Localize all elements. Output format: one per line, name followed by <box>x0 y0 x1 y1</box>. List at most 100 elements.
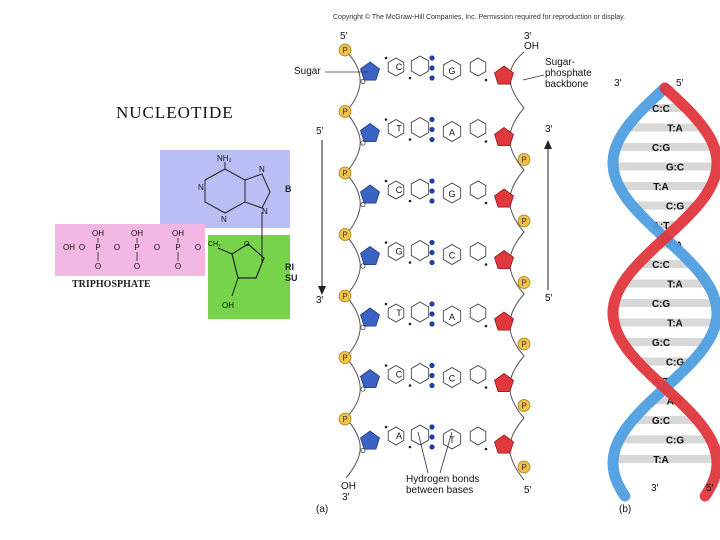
right-base-ring-2 <box>469 303 487 323</box>
left-base-letter: T <box>396 124 402 134</box>
sugar-oxygen-label: O <box>244 241 250 248</box>
right-phosphate <box>517 337 531 351</box>
nucleotide-structure: NH₂ N N N N O OH CH₂ <box>55 150 290 319</box>
phosphate-oh-top: OH <box>172 229 184 238</box>
left-sugar <box>360 246 380 266</box>
backbone-label-line1: Sugar- <box>545 57 576 68</box>
left-phosphate <box>338 412 352 426</box>
left-sugar <box>360 61 380 81</box>
bottom-left-oh: OH <box>341 481 356 492</box>
base-atom-dot <box>484 324 488 328</box>
copyright-notice: Copyright © The McGraw-Hill Companies, I… <box>333 14 626 21</box>
hydrogen-bond-dot <box>429 249 435 256</box>
hydrogen-bond-dot <box>429 239 435 246</box>
right-base-letter: T <box>449 435 455 445</box>
base-atom-dot <box>484 140 488 143</box>
right-base-letter: C <box>449 374 456 384</box>
helix-pair-label: G:C <box>652 416 670 427</box>
chain-atom-oh: OH <box>63 243 75 252</box>
right-base-ring <box>442 367 462 388</box>
right-base-ring <box>442 428 462 450</box>
left-arrow-3prime: 3′ <box>316 295 324 306</box>
left-phosphate <box>338 166 352 180</box>
backbone-leader-line <box>522 74 545 81</box>
left-base-ring <box>387 180 405 200</box>
red-strand <box>607 82 720 502</box>
sugar-oh-label: OH <box>222 301 234 310</box>
helix-pair-label: T:A <box>653 182 669 193</box>
left-sugar <box>360 123 380 143</box>
left-base-ring-2 <box>410 424 430 446</box>
left-base-letter: G <box>395 247 402 257</box>
helix-rung <box>646 104 684 112</box>
base-atom-dot <box>408 322 412 326</box>
helix-rung <box>641 260 689 268</box>
left-base-ring <box>387 365 405 384</box>
base-atom-dot <box>384 56 388 60</box>
base-atom-dot <box>384 118 388 121</box>
helix-bottom-left-3prime: 3′ <box>651 483 659 494</box>
left-base-ring-2 <box>410 117 430 138</box>
right-base-ring-2 <box>469 242 487 261</box>
chain-atom-p: P <box>95 243 100 252</box>
helix-rung <box>617 299 713 307</box>
left-sugar-oxygen: O <box>360 387 366 394</box>
helix-rung <box>616 455 714 463</box>
left-sugar-oxygen: O <box>360 264 366 271</box>
phosphate-o-bottom: O <box>95 262 101 271</box>
phosphate-o-bottom: O <box>134 262 140 271</box>
right-sugar <box>494 311 514 331</box>
right-base-ring <box>442 305 462 327</box>
right-base-ring-2 <box>469 365 487 384</box>
right-arrow-3prime: 3′ <box>545 124 553 135</box>
hydrogen-bond-dot <box>429 321 435 327</box>
panel-b-label: (b) <box>619 504 632 515</box>
right-phosphate <box>517 153 531 166</box>
sugar-label-cut-1: RI <box>285 262 294 272</box>
left-phosphate-label: P <box>342 46 347 55</box>
backbone-label-line2: phosphate <box>545 68 592 79</box>
hydrogen-bond-dot <box>429 311 435 317</box>
hbond-leader-line-1 <box>417 431 429 474</box>
left-base-ring <box>387 119 405 138</box>
sugar-box <box>208 235 290 319</box>
left-base-letter: T <box>396 308 402 318</box>
right-phosphate-label: P <box>521 217 526 226</box>
hydrogen-bond-dot <box>429 362 435 369</box>
right-sugar <box>494 373 514 393</box>
hydrogen-bond-dot <box>429 198 435 204</box>
helix-rung <box>629 123 701 132</box>
left-phosphate <box>338 105 352 118</box>
right-backbone <box>509 51 525 481</box>
left-sugar-oxygen: O <box>360 79 366 86</box>
helix-rung <box>621 182 709 190</box>
right-base-letter: A <box>449 128 455 138</box>
phosphate-box <box>55 224 205 276</box>
left-backbone <box>344 49 361 479</box>
base-label-cut: B <box>285 184 292 194</box>
nucleotide-title: NUCLEOTIDE <box>116 103 234 122</box>
hydrogen-bond-dot <box>429 188 435 194</box>
hydrogen-bond-dot <box>429 75 435 81</box>
left-phosphate-label: P <box>342 108 347 117</box>
base-atom-dot <box>484 447 488 451</box>
helix-pair-label: C:G <box>666 358 685 369</box>
hydrogen-bond-dot <box>429 65 435 71</box>
hydrogen-bond-dot <box>429 116 435 123</box>
base-atom-dot <box>408 384 412 387</box>
base-atom-dot <box>484 78 488 82</box>
helix-top-left-3prime: 3′ <box>614 78 622 89</box>
helix-pair-label: T:A <box>667 280 683 291</box>
sugar-label-cut-2: SU <box>285 273 298 283</box>
helix-rung <box>622 435 708 444</box>
left-base-ring-2 <box>410 178 430 200</box>
hbond-leader-line-2 <box>439 431 453 474</box>
base-atom-dot <box>484 386 488 389</box>
helix-pair-label: T:A <box>667 319 683 330</box>
left-sugar <box>360 430 380 450</box>
left-sugar-oxygen: O <box>360 202 366 209</box>
base-atom-dot <box>484 263 488 266</box>
left-phosphate <box>338 351 352 364</box>
right-base-letter: C <box>449 251 456 261</box>
top-right-oh: OH <box>524 41 539 52</box>
